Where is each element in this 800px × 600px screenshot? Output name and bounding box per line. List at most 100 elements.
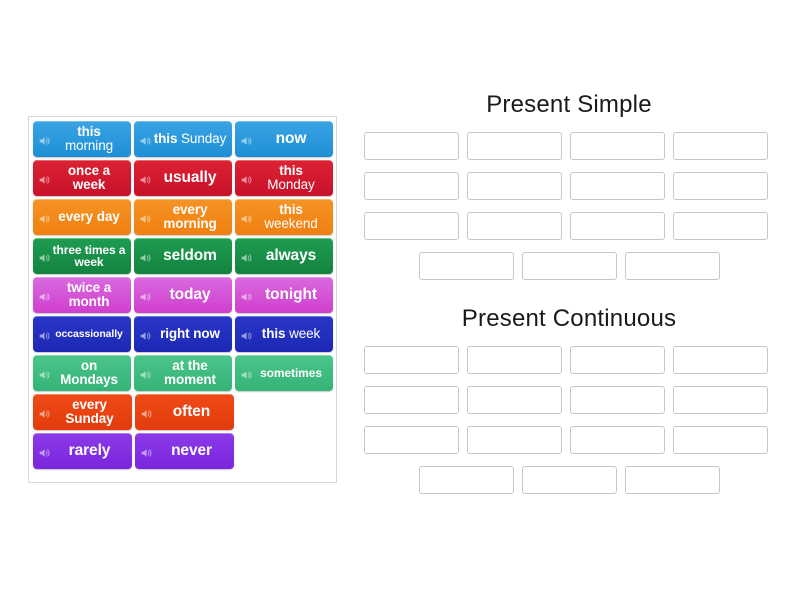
drop-slot[interactable] — [673, 212, 768, 241]
word-tile-right-now[interactable]: right now — [134, 316, 232, 352]
drop-slot[interactable] — [467, 132, 562, 161]
word-tile-usually[interactable]: usually — [134, 160, 232, 196]
drop-slot[interactable] — [364, 212, 459, 241]
drop-slot[interactable] — [364, 426, 459, 455]
speaker-icon[interactable] — [141, 407, 152, 418]
speaker-icon[interactable] — [241, 173, 252, 184]
speaker-icon[interactable] — [241, 251, 252, 262]
speaker-icon[interactable] — [140, 329, 151, 340]
word-tile-label: once a week — [67, 162, 111, 192]
speaker-icon[interactable] — [39, 407, 50, 418]
speaker-icon[interactable] — [141, 446, 152, 457]
drop-slot[interactable] — [673, 346, 768, 375]
speaker-icon[interactable] — [241, 329, 252, 340]
word-tile-label: this weekend — [264, 201, 318, 231]
drop-slot[interactable] — [418, 252, 514, 281]
word-tile-this-monday[interactable]: this Monday — [235, 160, 333, 196]
speaker-icon[interactable] — [140, 134, 151, 145]
speaker-icon[interactable] — [241, 134, 252, 145]
word-tile-always[interactable]: always — [235, 238, 333, 274]
word-tile-label: three times a week — [52, 242, 126, 269]
word-tile-every-morning[interactable]: every morning — [134, 199, 232, 235]
word-tile-bank: this morning this Sunday now once a week usu… — [28, 116, 337, 483]
word-tile-this-weekend[interactable]: this weekend — [235, 199, 333, 235]
word-tile-label: this week — [261, 325, 321, 341]
speaker-icon[interactable] — [241, 290, 252, 301]
drop-slot[interactable] — [673, 132, 768, 161]
speaker-icon[interactable] — [39, 290, 50, 301]
drop-slot[interactable] — [418, 466, 514, 495]
word-tile-never[interactable]: never — [135, 433, 234, 469]
drop-slot[interactable] — [570, 386, 665, 415]
word-tile-label: twice a month — [66, 279, 112, 309]
tile-row: this morning this Sunday now — [33, 121, 336, 157]
speaker-icon[interactable] — [39, 134, 50, 145]
word-tile-label: sometimes — [260, 365, 322, 380]
speaker-icon[interactable] — [140, 173, 151, 184]
drop-slot[interactable] — [624, 252, 720, 281]
word-tile-today[interactable]: today — [134, 277, 232, 313]
word-tile-label: rarely — [68, 441, 111, 459]
word-tile-this-week[interactable]: this week — [235, 316, 333, 352]
speaker-icon[interactable] — [39, 368, 50, 379]
drop-slot[interactable] — [624, 466, 720, 495]
word-tile-once-a-week[interactable]: once a week — [33, 160, 131, 196]
panel-title-present-simple: Present Simple — [486, 91, 652, 118]
word-tile-sometimes[interactable]: sometimes — [235, 355, 333, 391]
drop-slot[interactable] — [673, 172, 768, 201]
speaker-icon[interactable] — [140, 251, 151, 262]
word-tile-label: always — [265, 246, 317, 264]
drop-slot[interactable] — [570, 132, 665, 161]
speaker-icon[interactable] — [39, 329, 50, 340]
speaker-icon[interactable] — [241, 212, 252, 223]
word-tile-label: every day — [58, 208, 120, 224]
word-tile-label: this morning — [64, 123, 114, 153]
word-tile-every-sunday[interactable]: every Sunday — [33, 394, 132, 430]
word-tile-label: every morning — [163, 201, 217, 231]
drop-slot[interactable] — [467, 212, 562, 241]
drop-slot[interactable] — [467, 426, 562, 455]
word-tile-every-day[interactable]: every day — [33, 199, 131, 235]
word-tile-label: never — [171, 441, 212, 459]
word-tile-label: occassionally — [55, 327, 123, 340]
word-tile-label: tonight — [265, 285, 317, 303]
drop-slot[interactable] — [364, 132, 459, 161]
word-tile-at-the-moment[interactable]: at the moment — [134, 355, 232, 391]
drop-slot[interactable] — [570, 212, 665, 241]
word-tile-three-times-a-week[interactable]: three times a week — [33, 238, 131, 274]
speaker-icon[interactable] — [39, 446, 50, 457]
drop-slot[interactable] — [570, 426, 665, 455]
drop-slot[interactable] — [570, 346, 665, 375]
word-tile-on-mondays[interactable]: on Mondays — [33, 355, 131, 391]
word-tile-seldom[interactable]: seldom — [134, 238, 232, 274]
word-tile-this-morning[interactable]: this morning — [33, 121, 131, 157]
speaker-icon[interactable] — [39, 173, 50, 184]
drop-slot[interactable] — [467, 386, 562, 415]
word-tile-label: now — [275, 129, 307, 147]
drop-slot[interactable] — [467, 172, 562, 201]
speaker-icon[interactable] — [241, 368, 252, 379]
drop-slot[interactable] — [570, 172, 665, 201]
speaker-icon[interactable] — [39, 251, 50, 262]
drop-slot[interactable] — [364, 346, 459, 375]
drop-slot[interactable] — [521, 252, 617, 281]
speaker-icon[interactable] — [140, 290, 151, 301]
drop-slot[interactable] — [673, 386, 768, 415]
drop-slot[interactable] — [364, 172, 459, 201]
word-tile-tonight[interactable]: tonight — [235, 277, 333, 313]
drop-slot[interactable] — [673, 426, 768, 455]
drop-slot[interactable] — [364, 386, 459, 415]
word-tile-this-sunday[interactable]: this Sunday — [134, 121, 232, 157]
word-tile-twice-a-month[interactable]: twice a month — [33, 277, 131, 313]
drop-slot[interactable] — [467, 346, 562, 375]
word-tile-occassionally[interactable]: occassionally — [33, 316, 131, 352]
drop-slot[interactable] — [521, 466, 617, 495]
speaker-icon[interactable] — [140, 212, 151, 223]
speaker-icon[interactable] — [39, 212, 50, 223]
speaker-icon[interactable] — [140, 368, 151, 379]
drop-slot-row — [364, 386, 774, 415]
word-tile-now[interactable]: now — [235, 121, 333, 157]
word-tile-label: seldom — [163, 246, 217, 264]
word-tile-rarely[interactable]: rarely — [33, 433, 132, 469]
word-tile-often[interactable]: often — [135, 394, 234, 430]
